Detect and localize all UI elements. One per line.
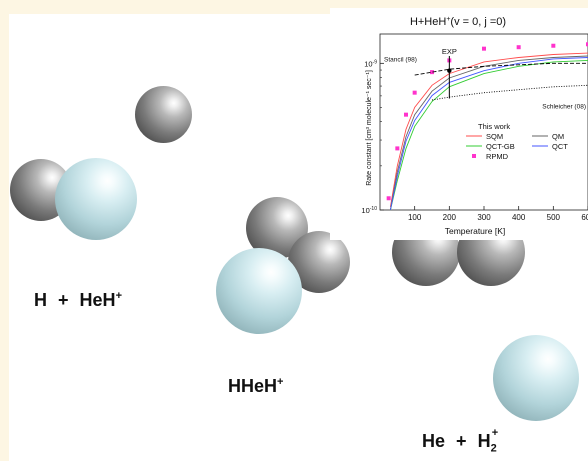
- rpmd-marker: [404, 112, 408, 117]
- annotation-schleicher: Schleicher (08): [542, 104, 586, 111]
- chart-svg: H+HeH+(v = 0, j =0) 100 200 300 400 500 600 10…: [361, 16, 588, 236]
- rpmd-marker: [412, 90, 417, 95]
- legend-title: This work: [478, 122, 510, 131]
- helium-atom-product: [493, 335, 579, 421]
- legend-swatch-rpmd: [472, 154, 476, 158]
- y-tick-label: 10-9: [364, 59, 377, 68]
- x-tick-label: 300: [477, 213, 491, 222]
- helium-atom-complex: [216, 248, 302, 334]
- products-he: He: [422, 431, 446, 451]
- reactants-h: H: [34, 290, 47, 310]
- chart-title-state: (v = 0, j =0): [450, 16, 506, 28]
- products-h2-subscript: 2: [490, 442, 497, 455]
- series-line-qct: [389, 57, 588, 211]
- y-axis-label: Rate constant [cm³ molecule⁻¹ sec⁻¹]: [366, 70, 373, 186]
- products-charge: +: [491, 427, 499, 439]
- series-line-sqm: [389, 52, 588, 208]
- rpmd-marker: [586, 42, 588, 47]
- series-line-schleicher-08: [431, 84, 588, 101]
- products-plus: +: [456, 431, 467, 451]
- x-tick-label: 100: [408, 213, 422, 222]
- annotation-stancil: Stancil (98): [384, 56, 417, 63]
- x-tick-label: 500: [547, 213, 561, 222]
- series-line-stancil-98: [414, 62, 588, 76]
- reactants-label: H + HeH+: [34, 290, 122, 311]
- x-tick-label: 400: [512, 213, 526, 222]
- reactants-heh: HeH: [79, 290, 116, 310]
- rpmd-marker: [386, 196, 391, 201]
- chart-title-main: H+HeH: [410, 16, 446, 28]
- legend-label-sqm: SQM: [486, 132, 503, 141]
- x-tick-label: 600: [581, 213, 588, 222]
- rpmd-marker: [482, 46, 486, 51]
- reactants-charge: +: [115, 290, 122, 302]
- complex-formula: HHeH: [228, 376, 278, 396]
- rpmd-marker: [430, 70, 434, 75]
- hydrogen-atom-free: [135, 86, 192, 143]
- complex-label: HHeH+: [228, 376, 283, 397]
- complex-charge: +: [277, 376, 284, 388]
- rate-constant-chart: H+HeH+(v = 0, j =0) 100 200 300 400 500 600 10…: [330, 8, 588, 240]
- rpmd-marker: [395, 146, 400, 151]
- reactants-plus: +: [58, 290, 69, 310]
- products-label: He + H2 +: [422, 427, 498, 455]
- legend-label-qct-gb: QCT-GB: [486, 142, 515, 151]
- x-tick-label: 200: [443, 213, 457, 222]
- chart-title: H+HeH+(v = 0, j =0): [410, 16, 506, 28]
- chart-title-charge: +: [446, 16, 450, 23]
- exp-point: [447, 68, 452, 73]
- annotation-exp: EXP: [442, 47, 457, 56]
- series-line-qm: [389, 55, 588, 211]
- legend-label-qm: QM: [552, 132, 564, 141]
- legend-label-rpmd: RPMD: [486, 152, 509, 161]
- legend-label-qct: QCT: [552, 142, 568, 151]
- rpmd-marker: [551, 43, 556, 48]
- products-h2: H: [477, 431, 491, 451]
- y-tick-label: 10-10: [361, 206, 377, 215]
- rpmd-marker: [516, 45, 521, 50]
- x-axis-label: Temperature [K]: [445, 226, 505, 236]
- helium-atom-heh: [55, 158, 137, 240]
